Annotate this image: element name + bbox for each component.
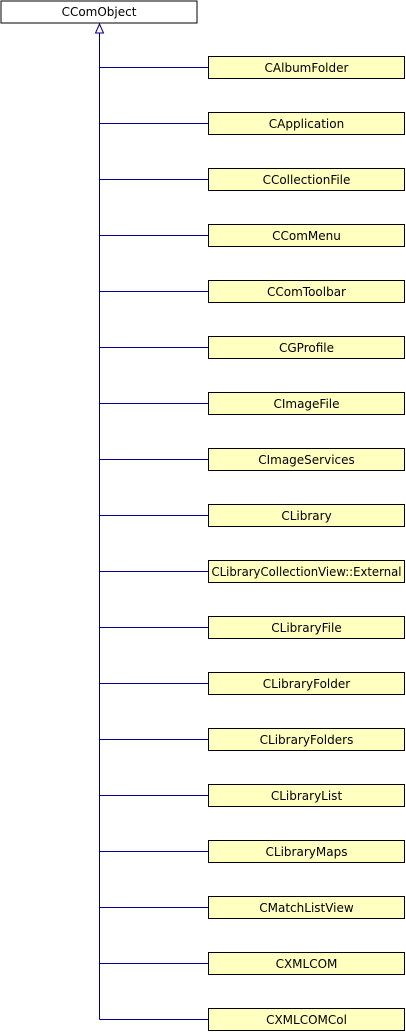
child-node[interactable]: CLibrary (208, 504, 405, 527)
child-node-box (208, 448, 405, 471)
child-node-box (208, 952, 405, 975)
edges (94, 22, 209, 1020)
child-node-box (208, 560, 405, 583)
child-node-box (208, 728, 405, 751)
child-node-box (208, 840, 405, 863)
child-node-label: CLibraryCollectionView::External (212, 565, 402, 579)
child-node-label: CGProfile (279, 341, 334, 355)
child-node[interactable]: CApplication (208, 112, 405, 135)
child-node-label: CAlbumFolder (265, 61, 349, 75)
child-node-box (208, 56, 405, 79)
child-node-label: CComToolbar (267, 285, 346, 299)
child-node-label: CLibraryMaps (266, 845, 348, 859)
child-node-box (208, 616, 405, 639)
child-node-box (208, 672, 405, 695)
child-node-label: CXMLCOMCol (266, 1013, 347, 1027)
child-node[interactable]: CComToolbar (208, 280, 405, 303)
child-node-label: CLibrary (281, 509, 331, 523)
child-node[interactable]: CCollectionFile (208, 168, 405, 191)
child-node-box (208, 896, 405, 919)
child-node[interactable]: CAlbumFolder (208, 56, 405, 79)
child-node[interactable]: CLibraryFolder (208, 672, 405, 695)
child-node-box (208, 224, 405, 247)
child-node[interactable]: CLibraryCollectionView::External (208, 560, 405, 583)
child-node-label: CLibraryFolders (260, 733, 354, 747)
child-node[interactable]: CImageFile (208, 392, 405, 415)
child-node-box (208, 168, 405, 191)
child-node-box (208, 392, 405, 415)
child-node[interactable]: CXMLCOM (208, 952, 405, 975)
root-node-ccomobject[interactable]: CComObject (0, 0, 198, 24)
root-node-label: CComObject (62, 5, 137, 19)
child-node[interactable]: CGProfile (208, 336, 405, 359)
child-node[interactable]: CLibraryFolders (208, 728, 405, 751)
child-node-box (208, 112, 405, 135)
child-node[interactable]: CLibraryMaps (208, 840, 405, 863)
child-node-label: CCollectionFile (263, 173, 351, 187)
child-node[interactable]: CXMLCOMCol (208, 1008, 405, 1031)
child-node-label: CApplication (269, 117, 344, 131)
child-node-label: CLibraryFile (271, 621, 341, 635)
child-node-label: CLibraryList (271, 789, 343, 803)
child-node-box (208, 504, 405, 527)
child-node-label: CImageServices (258, 453, 355, 467)
child-nodes: CAlbumFolderCApplicationCCollectionFileC… (208, 56, 405, 1031)
child-node-label: CXMLCOM (276, 957, 338, 971)
child-node-label: CImageFile (273, 397, 339, 411)
child-node-label: CLibraryFolder (263, 677, 350, 691)
child-node-box (208, 280, 405, 303)
child-node[interactable]: CLibraryFile (208, 616, 405, 639)
child-node[interactable]: CImageServices (208, 448, 405, 471)
inheritance-arrowhead (94, 22, 105, 34)
child-node[interactable]: CMatchListView (208, 896, 405, 919)
child-node[interactable]: CLibraryList (208, 784, 405, 807)
child-node-label: CComMenu (272, 229, 341, 243)
child-node[interactable]: CComMenu (208, 224, 405, 247)
child-node-box (208, 1008, 405, 1031)
root-node-box (0, 0, 198, 24)
child-node-box (208, 784, 405, 807)
child-node-box (208, 336, 405, 359)
child-node-label: CMatchListView (259, 901, 354, 915)
